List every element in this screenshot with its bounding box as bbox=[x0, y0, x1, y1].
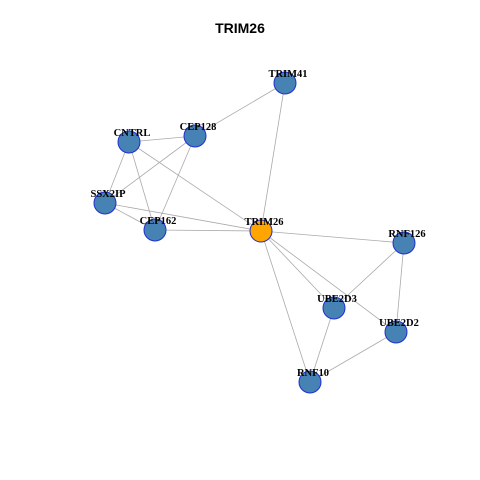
node-layer bbox=[93, 71, 416, 394]
node-label-trim41: TRIM41 bbox=[268, 69, 307, 80]
node-label-cep162: CEP162 bbox=[140, 216, 177, 227]
node-label-ssx2ip: SSX2IP bbox=[90, 189, 126, 200]
edge-trim41-cep128 bbox=[194, 82, 286, 137]
node-rnf10[interactable] bbox=[298, 370, 322, 394]
edge-trim26-rnf10 bbox=[260, 230, 311, 383]
node-label-rnf10: RNF10 bbox=[297, 368, 329, 379]
node-label-trim26: TRIM26 bbox=[244, 217, 283, 228]
node-ssx2ip[interactable] bbox=[93, 191, 117, 215]
edge-trim26-ube2d3 bbox=[260, 230, 335, 309]
node-label-rnf126: RNF126 bbox=[388, 229, 425, 240]
edge-cntrl-cep162 bbox=[128, 141, 156, 231]
edge-ube2d2-rnf10 bbox=[309, 331, 397, 383]
edge-cep128-cep162 bbox=[154, 135, 196, 231]
node-label-cntrl: CNTRL bbox=[114, 128, 151, 139]
edge-rnf126-ube2d2 bbox=[395, 242, 405, 333]
node-cep162[interactable] bbox=[143, 218, 167, 242]
node-rnf126[interactable] bbox=[392, 231, 416, 255]
node-label-cep128: CEP128 bbox=[180, 122, 217, 133]
edge-trim26-cntrl bbox=[128, 141, 262, 232]
edge-trim26-ssx2ip bbox=[104, 202, 262, 232]
edge-trim26-ube2d2 bbox=[260, 230, 397, 333]
node-trim26[interactable] bbox=[249, 219, 273, 243]
edge-cep128-ssx2ip bbox=[104, 135, 196, 204]
node-label-ube2d3: UBE2D3 bbox=[317, 294, 357, 305]
node-cep128[interactable] bbox=[183, 124, 207, 148]
edge-trim26-cep162 bbox=[154, 229, 262, 232]
node-trim41[interactable] bbox=[273, 71, 297, 95]
chart-title: TRIM26 bbox=[215, 20, 265, 36]
edge-ube2d3-rnf10 bbox=[309, 307, 335, 383]
node-label-ube2d2: UBE2D2 bbox=[379, 318, 419, 329]
node-ube2d3[interactable] bbox=[322, 296, 346, 320]
edge-trim26-rnf126 bbox=[260, 230, 405, 244]
edge-rnf126-ube2d3 bbox=[333, 242, 405, 309]
node-ube2d2[interactable] bbox=[384, 320, 408, 344]
edge-trim26-trim41 bbox=[260, 82, 286, 232]
node-cntrl[interactable] bbox=[117, 130, 141, 154]
